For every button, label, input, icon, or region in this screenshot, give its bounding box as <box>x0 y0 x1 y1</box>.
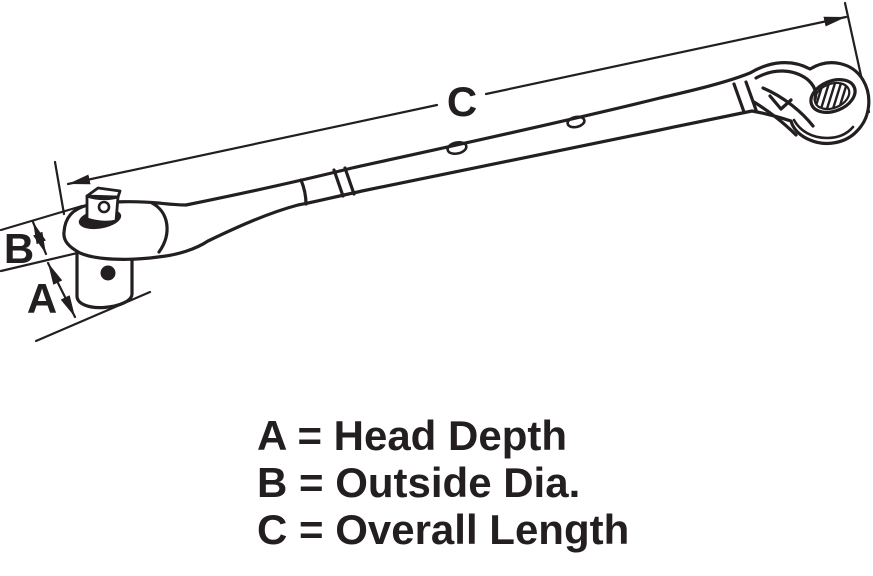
yoke-notch <box>768 94 793 111</box>
shaft-hole-1 <box>446 140 468 156</box>
legend: A = Head Depth B = Outside Dia. C = Over… <box>257 412 629 553</box>
c-extension-line-left <box>53 160 66 216</box>
c-dimension-line-right <box>484 15 848 96</box>
b-extension-line-upper <box>0 204 84 232</box>
yoke-tongue-lower <box>752 100 798 137</box>
legend-line-a: A = Head Depth <box>257 412 567 459</box>
head-inner-edge <box>150 201 169 254</box>
wrench-body-outline <box>62 61 871 261</box>
shaft-hole-2 <box>566 115 586 129</box>
socket-pin-dot <box>100 265 116 281</box>
handle-taper-line-1 <box>299 178 308 206</box>
dimension-label-a: A <box>26 275 58 322</box>
a-dimension-arrow <box>46 261 77 319</box>
legend-line-b: B = Outside Dia. <box>257 459 581 506</box>
wrench-drawing <box>62 61 871 310</box>
dimension-label-b: B <box>3 225 35 272</box>
handle-taper-line-2 <box>332 168 345 198</box>
dimension-label-c: C <box>446 78 478 125</box>
square-drive-front <box>85 194 120 224</box>
yoke-upper-band <box>754 69 818 101</box>
handle-neck-line-1 <box>732 82 746 114</box>
handle-neck-line-2 <box>744 80 758 112</box>
legend-line-c: C = Overall Length <box>257 506 630 553</box>
b-dimension-arrow <box>31 220 48 256</box>
a-extension-line-lower <box>34 290 152 343</box>
handle-taper-line-3 <box>343 166 356 196</box>
square-drive-top <box>85 186 122 199</box>
ring-thickness-edge <box>792 118 855 140</box>
spline-boundary <box>813 81 851 111</box>
drive-detent-hole <box>97 200 111 214</box>
c-dimension-line-left <box>66 103 439 186</box>
yoke-tongue-upper <box>761 86 815 128</box>
